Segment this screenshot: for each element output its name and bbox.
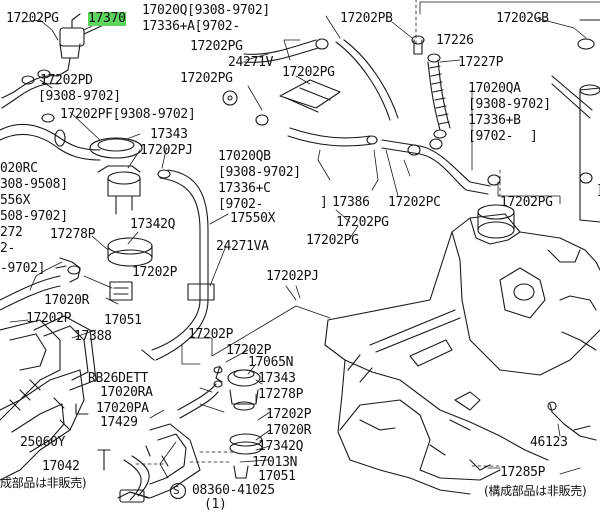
part-label-17336c-date: [9702- bbox=[218, 197, 264, 212]
part-label-17278p-a: 17278P bbox=[50, 227, 96, 242]
part-label-556x-date: 508-9702] bbox=[0, 209, 68, 224]
part-label-17020pa: 17020PA bbox=[96, 401, 149, 416]
part-label-17013n: 17013N bbox=[252, 455, 298, 470]
part-label-17020r-a: 17020R bbox=[44, 293, 90, 308]
part-label-17051-b: 17051 bbox=[258, 469, 296, 484]
part-label-17386: 17386 bbox=[332, 195, 370, 210]
part-label-17020qa: 17020QA bbox=[468, 81, 521, 96]
part-label-17065n: 17065N bbox=[248, 355, 294, 370]
part-label-2-dash: 2- bbox=[0, 241, 16, 256]
part-label-17020qa-date: [9308-9702] bbox=[468, 97, 551, 112]
dashed-lines bbox=[135, 0, 501, 467]
part-label-17202pg-e: 17202PG bbox=[500, 195, 553, 210]
part-label-17202p-c: 17202P bbox=[188, 327, 234, 342]
part-label-17202pc: 17202PC bbox=[388, 195, 441, 210]
part-label-556x: 556X bbox=[0, 193, 31, 208]
right-sender-drawing bbox=[547, 401, 597, 441]
fuel-pump-left-drawing bbox=[0, 137, 153, 311]
part-label-272: 272 bbox=[0, 225, 23, 240]
part-label-17336b-date: [9702- bbox=[468, 129, 514, 144]
leader-lines bbox=[9, 1, 600, 479]
part-label-17020qb: 17020QB bbox=[218, 149, 271, 164]
part-label-17336b: 17336+B bbox=[468, 113, 521, 128]
part-label-17202pd: 17202PD bbox=[40, 73, 93, 88]
part-label-17051-a: 17051 bbox=[104, 313, 142, 328]
part-label-17336a: 17336+A[9702- bbox=[142, 19, 240, 34]
part-label-17202pg-g: 17202PG bbox=[306, 233, 359, 248]
screw-marker-circle bbox=[169, 482, 187, 500]
part-label-17202pj-b: 17202PJ bbox=[266, 269, 319, 284]
top-hoses-drawing bbox=[222, 35, 501, 195]
part-label-17202pg-c: 17202PG bbox=[180, 71, 233, 86]
part-label-17202pg-f: 17202PG bbox=[336, 215, 389, 230]
part-label-bracket-c: ] bbox=[530, 129, 538, 144]
part-label-quantity: (1) bbox=[204, 497, 227, 512]
part-label-17285p: 17285P bbox=[500, 465, 546, 480]
part-label-17020q: 17020Q[9308-9702] bbox=[142, 3, 270, 18]
part-label-24271va: 24271VA bbox=[216, 239, 269, 254]
center-pump-drawing bbox=[117, 365, 263, 503]
part-label-17202pj-a: 17202PJ bbox=[140, 143, 193, 158]
fuel-filter-drawing bbox=[0, 13, 111, 161]
part-label-17370-highlighted[interactable]: 17370 bbox=[88, 11, 126, 26]
part-label-17429: 17429 bbox=[100, 415, 138, 430]
part-label-17202pd-date: [9308-9702] bbox=[38, 89, 121, 104]
part-label-17227p: 17227P bbox=[458, 55, 504, 70]
part-label-17202p-e: 17202P bbox=[266, 407, 312, 422]
part-label-bracket-b: ] bbox=[596, 184, 600, 198]
part-label-17388: 17388 bbox=[74, 329, 112, 344]
right-canister-drawing bbox=[551, 19, 600, 223]
part-label-17202p-a: 17202P bbox=[132, 265, 178, 280]
part-label-17020ra: 17020RA bbox=[100, 385, 153, 400]
part-label-17342q-b: 17342Q bbox=[258, 439, 304, 454]
part-label-25060y: 25060Y bbox=[20, 435, 66, 450]
part-label-17202gb: 17202GB bbox=[496, 11, 549, 26]
part-label-17202p-d: 17202P bbox=[226, 343, 272, 358]
part-label-46123: 46123 bbox=[530, 435, 568, 450]
screw-marker-letter: S bbox=[173, 484, 180, 497]
part-label-17020qb-date: [9308-9702] bbox=[218, 165, 301, 180]
center-hose-drawing bbox=[141, 169, 215, 361]
part-label-17550x: 17550X bbox=[230, 211, 276, 226]
note-non-sale-right: (構成部品は非販売) bbox=[484, 484, 587, 498]
part-label-08360-41025: 08360-41025 bbox=[192, 483, 275, 498]
part-label-bracket-a: ] bbox=[320, 195, 328, 210]
part-label-rb26dett: RB26DETT bbox=[88, 371, 149, 386]
part-label-17202p-b: 17202P bbox=[26, 311, 72, 326]
part-label-17343-b: 17343 bbox=[258, 371, 296, 386]
part-label-17342q-a: 17342Q bbox=[130, 217, 176, 232]
part-label-17202pf: 17202PF[9308-9702] bbox=[60, 107, 196, 122]
part-label-020rc: 020RC bbox=[0, 161, 38, 176]
part-label-17343-a: 17343 bbox=[150, 127, 188, 142]
fuel-tank-drawing bbox=[324, 204, 600, 495]
part-label-17020r-b: 17020R bbox=[266, 423, 312, 438]
part-label-17202pg-b: 17202PG bbox=[190, 39, 243, 54]
lower-left-brackets-drawing bbox=[0, 315, 150, 501]
part-label-17202pg-d: 17202PG bbox=[282, 65, 335, 80]
part-label-020rc-date: 308-9508] bbox=[0, 177, 68, 192]
part-label-17226: 17226 bbox=[436, 33, 474, 48]
part-label-24271v: 24271V bbox=[228, 55, 274, 70]
part-label-9702: -9702] bbox=[0, 261, 46, 276]
part-label-17042: 17042 bbox=[42, 459, 80, 474]
part-label-17202pb: 17202PB bbox=[340, 11, 393, 26]
part-label-17202pg-a: 17202PG bbox=[6, 11, 59, 26]
part-label-17336c: 17336+C bbox=[218, 181, 271, 196]
part-label-17278p-b: 17278P bbox=[258, 387, 304, 402]
note-non-sale-left: 成部品は非販売) bbox=[0, 476, 87, 490]
